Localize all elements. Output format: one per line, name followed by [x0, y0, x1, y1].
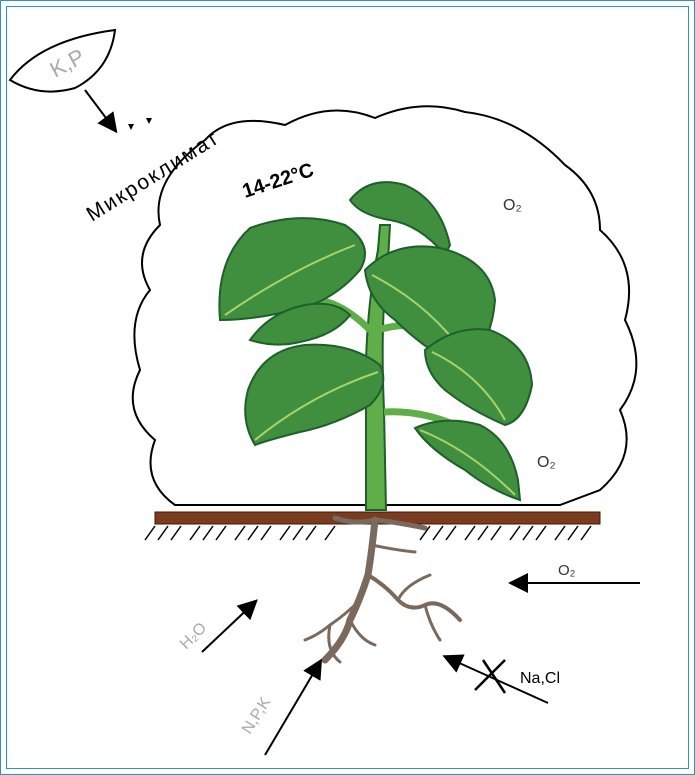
oxygen-soil-label: O₂	[558, 562, 576, 579]
blocked-cross-icon	[475, 660, 505, 693]
light-arrow	[85, 90, 115, 130]
oxygen-air-label-bottom: O₂	[537, 454, 556, 471]
plant-roots	[305, 518, 460, 662]
nutrients-label: N,P,K	[239, 694, 275, 737]
salt-label: Na,Cl	[520, 670, 560, 687]
light-rays-icon	[128, 118, 152, 130]
nutrients-arrow	[265, 662, 320, 755]
oxygen-air-label-top: O₂	[503, 197, 522, 214]
soil-hatching	[145, 526, 591, 540]
water-arrow	[202, 602, 255, 652]
